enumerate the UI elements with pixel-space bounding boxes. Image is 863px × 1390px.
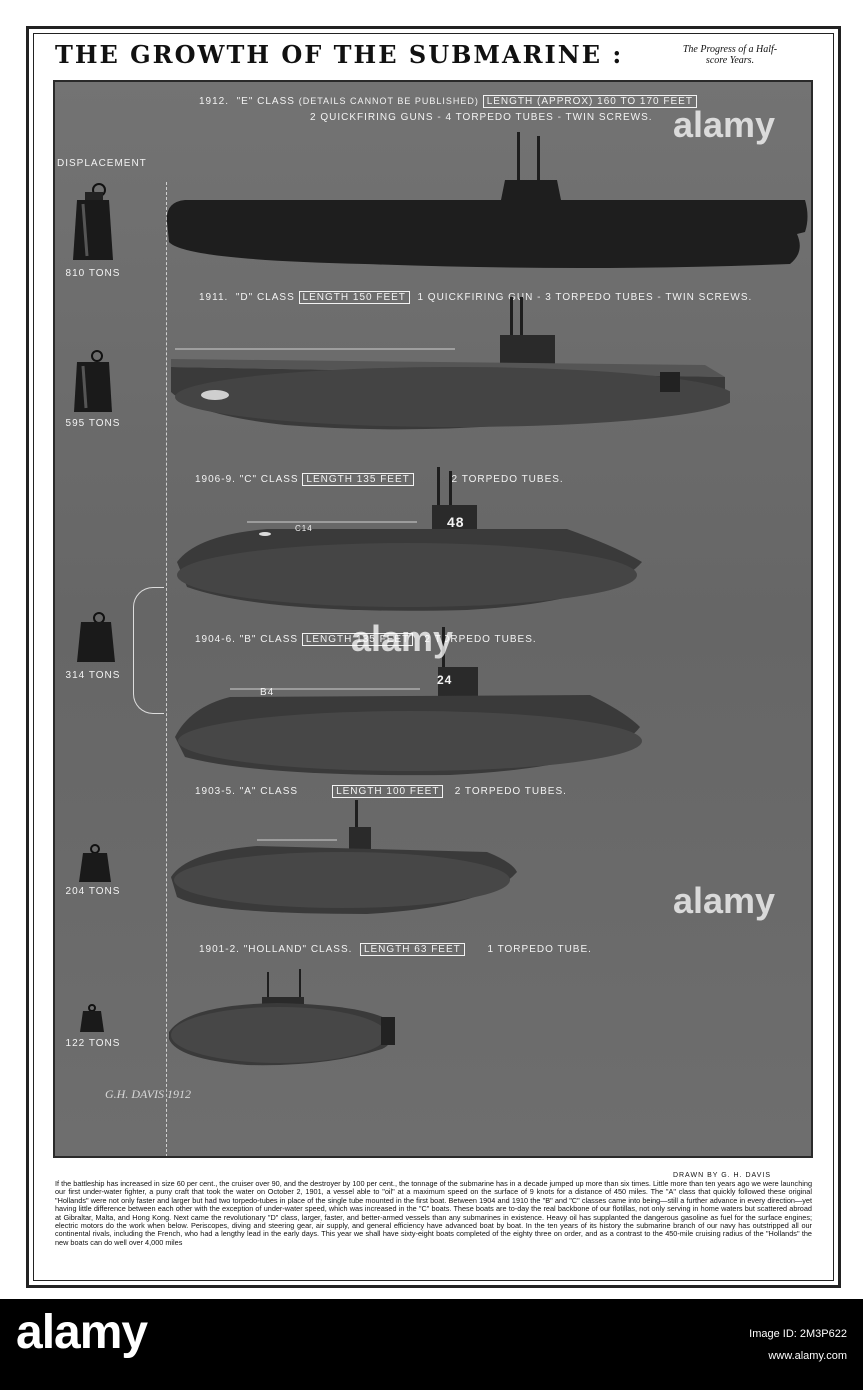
a-class-tonnage: 204 TONS — [65, 886, 121, 897]
weight-icon — [73, 612, 119, 669]
footer-logo[interactable]: alamy — [16, 1306, 148, 1359]
footer-url[interactable]: www.alamy.com — [768, 1350, 847, 1362]
weight-icon — [75, 844, 115, 889]
c-class-tower-mark: 48 — [447, 514, 465, 530]
b-class-heading: 1904-6. "B" CLASS LENGTH 135 FEET 2 TORP… — [195, 633, 537, 646]
watermark: alamy — [673, 880, 776, 921]
footer-meta: Image ID: 2M3P622 www.alamy.com — [749, 1323, 847, 1367]
caption-text: If the battleship has increased in size … — [55, 1179, 812, 1247]
artist-credit: DRAWN BY G. H. DAVIS — [672, 1172, 771, 1179]
weight-icon — [69, 182, 117, 267]
displacement-label: DISPLACEMENT — [57, 158, 147, 169]
bc-class-tonnage: 314 TONS — [65, 670, 121, 681]
illustration-plate: DISPLACEMENT 1912. "E" CLASS (DETAILS CA… — [53, 80, 813, 1158]
c-class-hull-mark: C14 — [295, 524, 313, 533]
footer-bar — [0, 1299, 863, 1390]
weight-icon — [69, 350, 117, 419]
page-subtitle: The Progress of a Half-score Years. — [682, 44, 778, 66]
c-class-heading: 1906-9. "C" CLASS LENGTH 135 FEET 2 TORP… — [195, 473, 564, 486]
b-class-tower-mark: 24 — [437, 673, 453, 687]
holland-class-heading: 1901-2. "HOLLAND" CLASS. LENGTH 63 FEET … — [199, 943, 592, 956]
outer-border — [26, 26, 841, 1288]
artist-signature: G.H. DAVIS 1912 — [105, 1087, 192, 1101]
holland-class-tonnage: 122 TONS — [65, 1038, 121, 1049]
page-title: THE GROWTH OF THE SUBMARINE : — [55, 40, 624, 69]
e-class-submarine — [165, 122, 810, 272]
c-class-submarine — [167, 467, 647, 617]
tonnage-brace — [133, 587, 164, 714]
b-class-submarine — [170, 627, 650, 777]
e-class-heading: 1912. "E" CLASS (DETAILS CANNOT BE PUBLI… — [199, 95, 697, 108]
b-class-hull-mark: B4 — [260, 687, 275, 698]
e-class-tonnage: 810 TONS — [65, 268, 121, 279]
watermark: alamy — [351, 618, 454, 659]
holland-class-submarine — [167, 967, 407, 1072]
a-class-submarine — [167, 782, 527, 917]
d-class-tonnage: 595 TONS — [65, 418, 121, 429]
inner-border — [33, 33, 834, 1281]
e-class-armament: 2 QUICKFIRING GUNS - 4 TORPEDO TUBES - T… — [310, 112, 653, 123]
d-class-heading: 1911. "D" CLASS LENGTH 150 FEET 1 QUICKF… — [199, 291, 753, 304]
d-class-submarine — [165, 297, 730, 457]
a-class-heading: 1903-5. "A" CLASS LENGTH 100 FEET 2 TORP… — [195, 785, 567, 798]
image-id: Image ID: 2M3P622 — [749, 1328, 847, 1340]
reference-line — [166, 182, 167, 1156]
watermark: alamy — [673, 104, 776, 145]
weight-icon — [77, 1004, 107, 1039]
